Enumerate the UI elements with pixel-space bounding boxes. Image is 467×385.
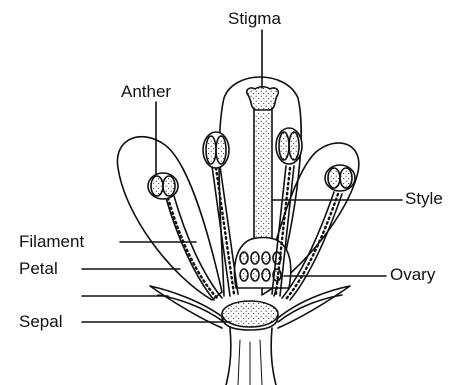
label-filament: Filament	[19, 233, 84, 250]
label-style: Style	[405, 190, 443, 207]
stigma-shape	[247, 87, 279, 110]
anther-2	[203, 132, 229, 168]
label-anther: Anther	[121, 83, 171, 100]
receptacle	[222, 301, 278, 327]
anther-4	[325, 165, 355, 191]
right-sepal	[278, 286, 350, 328]
label-ovary: Ovary	[390, 266, 435, 283]
anther-1	[148, 173, 178, 199]
label-sepal: Sepal	[19, 313, 62, 330]
label-petal: Petal	[19, 260, 58, 277]
label-stigma: Stigma	[228, 10, 281, 27]
filament-1	[166, 196, 222, 300]
stalk	[226, 328, 276, 385]
anther-3	[276, 128, 302, 164]
